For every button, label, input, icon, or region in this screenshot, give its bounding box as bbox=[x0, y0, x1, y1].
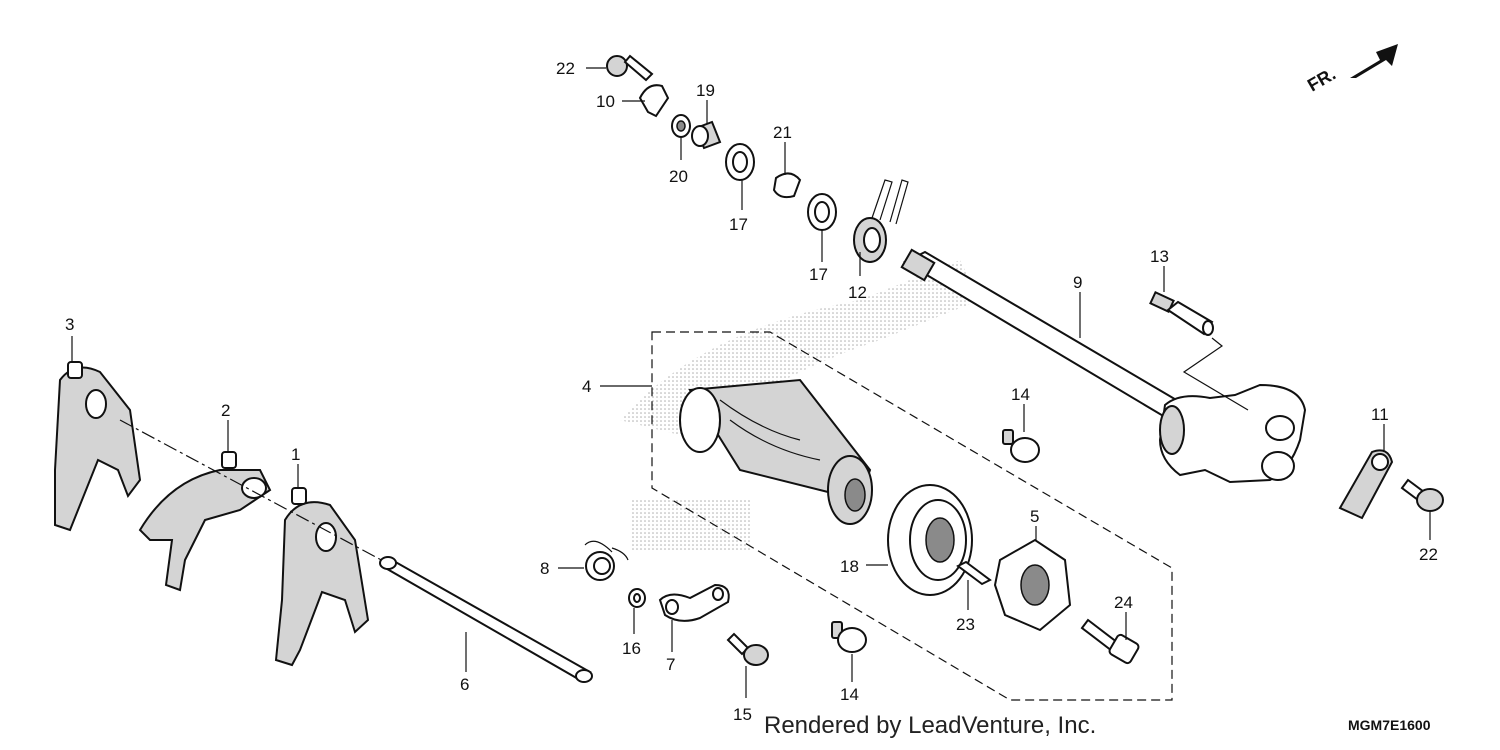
stud-bolt bbox=[1149, 291, 1214, 336]
callout-11: 11 bbox=[1371, 405, 1389, 424]
return-spring-12 bbox=[853, 179, 909, 263]
dowel-pin bbox=[956, 560, 992, 586]
callout-22-right: 22 bbox=[1419, 545, 1438, 564]
callout-leaders bbox=[71, 67, 1431, 698]
callout-16: 16 bbox=[622, 639, 641, 658]
stopper-arm-bolt bbox=[726, 632, 769, 666]
footer-credit: Rendered by LeadVenture, Inc. bbox=[764, 712, 1096, 739]
callout-21: 21 bbox=[773, 123, 792, 142]
fr-label: FR. bbox=[1304, 64, 1339, 96]
roller-19 bbox=[691, 120, 722, 150]
fork-axis-line bbox=[119, 419, 401, 571]
bolt-22-right bbox=[1400, 478, 1444, 512]
washer-16 bbox=[628, 588, 646, 608]
callout-6: 6 bbox=[460, 675, 469, 694]
bolt-14-lower bbox=[831, 621, 867, 653]
stopper-spring bbox=[584, 540, 629, 581]
stopper-plate bbox=[638, 84, 670, 118]
callout-12: 12 bbox=[848, 283, 867, 302]
callout-23: 23 bbox=[956, 615, 975, 634]
callout-10: 10 bbox=[596, 92, 615, 111]
callout-14-lower: 14 bbox=[840, 685, 859, 704]
drawing-code: MGM7E1600 bbox=[1348, 717, 1431, 733]
callout-4: 4 bbox=[582, 377, 591, 396]
callout-17-upper: 17 bbox=[729, 215, 748, 234]
drum-center bbox=[993, 538, 1072, 632]
stopper-arm bbox=[658, 583, 730, 622]
callout-17-lower: 17 bbox=[809, 265, 828, 284]
collar-20 bbox=[671, 114, 691, 138]
washer-17-upper bbox=[725, 143, 755, 181]
gearshift-arm-plate bbox=[1158, 383, 1307, 484]
callout-20: 20 bbox=[669, 167, 688, 186]
callout-19: 19 bbox=[696, 81, 715, 100]
shift-fork-2 bbox=[138, 451, 272, 592]
callout-5: 5 bbox=[1030, 507, 1039, 526]
bolt-14-upper bbox=[1002, 429, 1040, 463]
fork-shaft bbox=[379, 556, 593, 683]
drum-center-bolt bbox=[1080, 618, 1140, 665]
drum-assembly-outline bbox=[651, 331, 1173, 701]
gearshift-spindle bbox=[900, 248, 1192, 422]
stud-bolt-guide bbox=[1182, 337, 1249, 411]
front-arrow-icon bbox=[1350, 44, 1398, 78]
front-direction-indicator: FR. bbox=[1304, 44, 1398, 95]
callout-1: 1 bbox=[291, 445, 300, 464]
callout-15: 15 bbox=[733, 705, 752, 724]
washer-17-lower bbox=[807, 193, 837, 231]
callout-14-upper: 14 bbox=[1011, 385, 1030, 404]
callout-3: 3 bbox=[65, 315, 74, 334]
drum-bearing bbox=[887, 484, 973, 596]
gearshift-arm bbox=[1338, 449, 1394, 520]
callout-8: 8 bbox=[540, 559, 549, 578]
callout-18: 18 bbox=[840, 557, 859, 576]
shift-fork-3 bbox=[54, 361, 142, 532]
callout-2: 2 bbox=[221, 401, 230, 420]
callout-24: 24 bbox=[1114, 593, 1133, 612]
bolt-22-top bbox=[606, 54, 654, 82]
callout-13: 13 bbox=[1150, 247, 1169, 266]
callout-7: 7 bbox=[666, 655, 675, 674]
shift-fork-1 bbox=[274, 487, 370, 667]
gearshift-drum bbox=[679, 378, 873, 525]
callout-9: 9 bbox=[1073, 273, 1082, 292]
circlip-21 bbox=[772, 172, 802, 199]
callout-22-top: 22 bbox=[556, 59, 575, 78]
